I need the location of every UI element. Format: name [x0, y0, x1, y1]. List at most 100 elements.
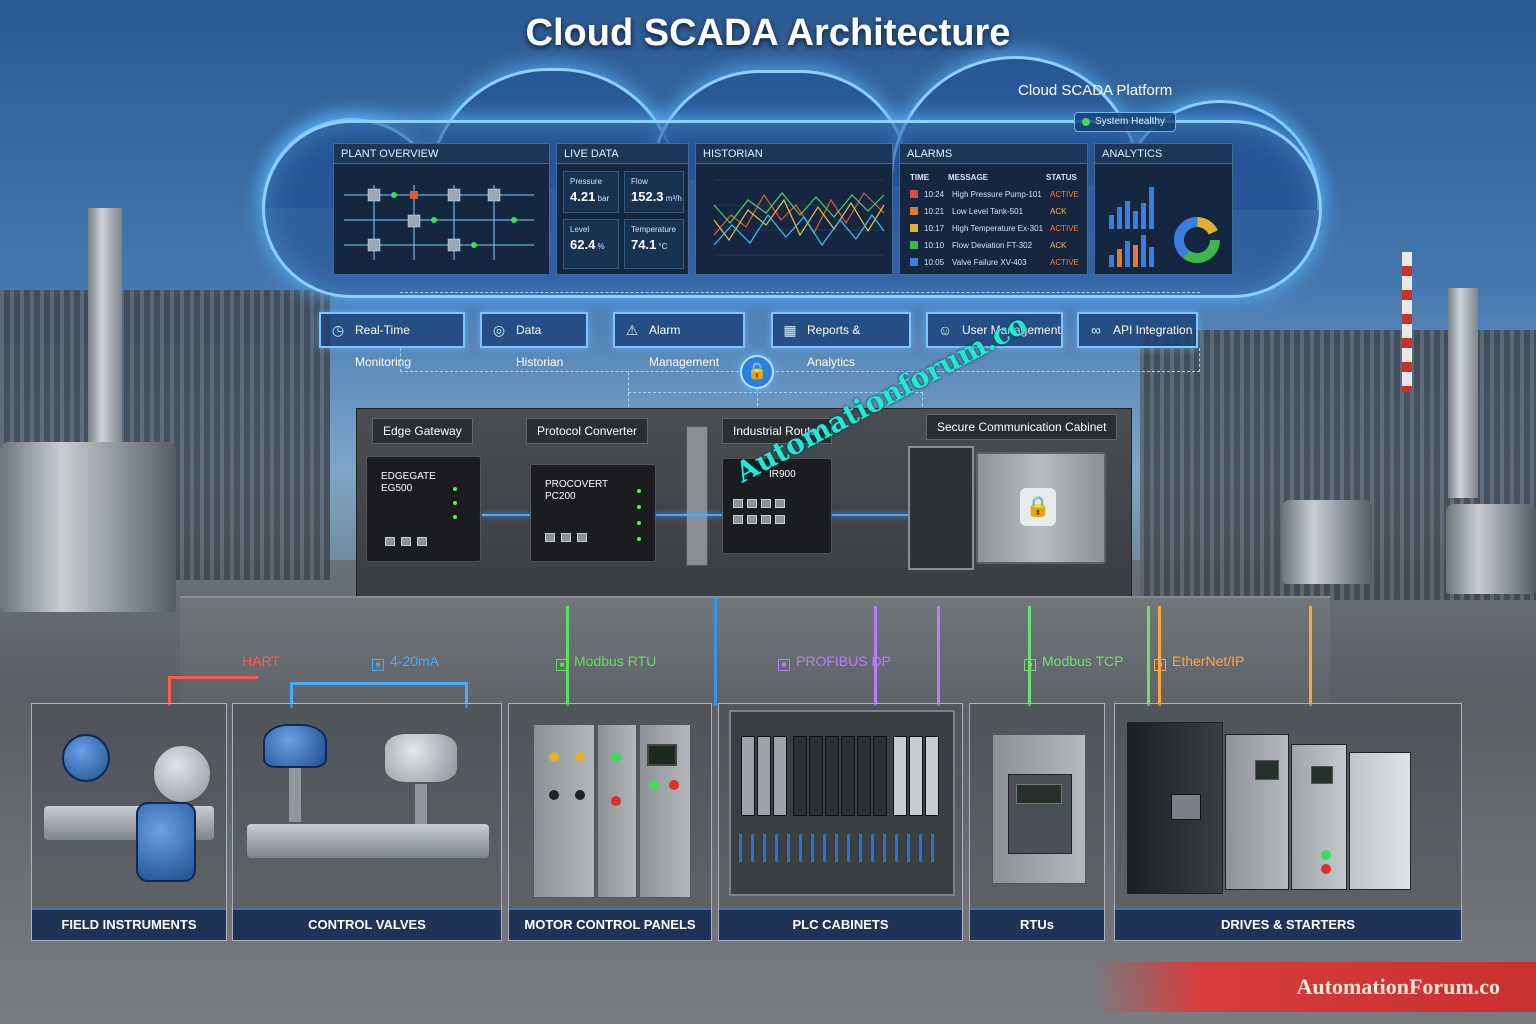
feature-user-management[interactable]: ☺User Management [926, 312, 1063, 348]
system-health-text: System Healthy [1095, 116, 1166, 127]
motor-control-panels-box[interactable]: MOTOR CONTROL PANELS [508, 703, 712, 941]
flow-meter [136, 802, 196, 882]
feature-label: User Management [962, 323, 1061, 337]
transmitter [152, 744, 212, 804]
footer-brand-text: AutomationForum.co [1296, 974, 1500, 999]
din-rail [686, 426, 708, 566]
protocol-modbus-rtu: ■Modbus RTU [556, 652, 656, 671]
panel-title: ANALYTICS [1095, 144, 1232, 164]
feature-data-historian[interactable]: ◎ Data Historian [480, 312, 588, 369]
alarm-status: ACK [1050, 207, 1067, 216]
alarm-severity-icon [910, 207, 918, 215]
alarm-time: 10:10 [924, 241, 945, 250]
protocol-label: EtherNet/IP [1172, 653, 1245, 669]
historian-trend-chart [713, 179, 885, 256]
live-data-panel[interactable]: LIVE DATA Pressure 4.21 bar Flow 152.3 m… [556, 143, 689, 275]
distillation-tower-left [88, 208, 122, 458]
feature-label: Real-Time Monitoring [355, 323, 412, 369]
drives-starters-caption: DRIVES & STARTERS [1115, 908, 1461, 940]
motor-control-panels-caption: MOTOR CONTROL PANELS [509, 908, 711, 940]
protocol-icon: ■ [1154, 659, 1166, 671]
pressure-label: Pressure [570, 177, 603, 186]
wire-ethernet-ip [1158, 606, 1312, 706]
feature-label: Data Historian [516, 323, 564, 369]
panel-title: PLANT OVERVIEW [334, 144, 549, 164]
alarm-severity-icon [910, 224, 918, 232]
cloud-platform-label: Cloud SCADA Platform [1018, 82, 1173, 99]
protocol-hart: HART [242, 652, 280, 670]
connector-line [400, 348, 1200, 372]
page-title: Cloud SCADA Architecture [525, 12, 1011, 54]
industrial-router-device[interactable]: IR900 [722, 458, 832, 554]
flow-tile: Flow 152.3 m³/h [624, 171, 684, 213]
plc-cabinets-box[interactable]: PLC CABINETS [718, 703, 963, 941]
chimney [1402, 252, 1412, 392]
panel-title: LIVE DATA [557, 144, 688, 164]
flow-value: 152.3 [631, 189, 664, 204]
level-unit: % [597, 242, 605, 251]
flow-label: Flow [631, 177, 648, 186]
feature-alarm-management[interactable]: ⚠ Alarm Management [613, 312, 745, 369]
panel-title: ALARMS [900, 144, 1087, 164]
level-value: 62.4 [570, 237, 596, 252]
feature-api-integration[interactable]: ∞ API Integration [1077, 312, 1198, 348]
alarms-header-message: MESSAGE [948, 173, 989, 182]
pressure-tile: Pressure 4.21 bar [563, 171, 619, 213]
field-instruments-caption: FIELD INSTRUMENTS [32, 908, 226, 940]
alarm-time: 10:24 [924, 190, 945, 199]
valve-actuator [263, 724, 327, 768]
rtus-box[interactable]: RTUs [969, 703, 1105, 941]
link-icon: ∞ [1091, 322, 1101, 338]
alarm-severity-icon [910, 190, 918, 198]
protocol-label: Modbus RTU [574, 653, 657, 669]
connector-line [757, 388, 758, 416]
drives-starters-box[interactable]: DRIVES & STARTERS [1114, 703, 1462, 941]
feature-reports-analytics[interactable]: ▦Reports & Analytics [771, 312, 911, 369]
industrial-router-model: IR900 [769, 469, 796, 480]
status-dot-icon [1082, 118, 1090, 126]
alarm-status: ACTIVE [1050, 224, 1079, 233]
field-instruments-box[interactable]: FIELD INSTRUMENTS [31, 703, 227, 941]
protocol-4-20ma: ■ 4-20mA [372, 652, 439, 671]
storage-tank-right-1 [1282, 500, 1372, 584]
feature-real-time-monitoring[interactable]: ◷Real-Time Monitoring [319, 312, 465, 369]
warning-icon: ⚠ [625, 322, 639, 338]
temperature-unit: °C [658, 242, 668, 251]
alarm-time: 10:21 [924, 207, 945, 216]
flow-unit: m³/h [665, 194, 682, 203]
analytics-panel[interactable]: ANALYTICS [1094, 143, 1233, 275]
protocol-icon: ■ [372, 659, 384, 671]
valve-actuator [383, 732, 459, 784]
pressure-unit: bar [597, 194, 610, 203]
plant-overview-panel[interactable]: PLANT OVERVIEW [333, 143, 550, 275]
connector-line [922, 392, 923, 412]
alarm-status: ACTIVE [1050, 258, 1079, 267]
data-flow-line [832, 514, 908, 516]
protocol-label: PROFIBUS DP [796, 653, 891, 669]
pressure-value: 4.21 [570, 189, 596, 204]
protocol-label: 4-20mA [390, 653, 440, 669]
storage-tank-left [0, 442, 176, 612]
wire-profibus [874, 606, 940, 706]
protocol-ethernet-ip: ■ EtherNet/IP [1154, 652, 1244, 671]
feature-label: Alarm Management [649, 323, 720, 369]
panel-title: HISTORIAN [696, 144, 892, 164]
terminal-rack [908, 446, 974, 570]
level-label: Level [570, 225, 590, 234]
wire-trunk [714, 598, 754, 706]
alarm-status: ACTIVE [1050, 190, 1079, 199]
alarm-message: Low Level Tank-501 [952, 207, 1024, 216]
transmitter [62, 734, 110, 782]
storage-tank-right-2 [1446, 504, 1536, 594]
secure-enclosure: 🔒 [976, 452, 1106, 564]
control-valves-box[interactable]: CONTROL VALVES [232, 703, 502, 941]
historian-panel[interactable]: HISTORIAN [695, 143, 893, 275]
feature-label: API Integration [1113, 323, 1193, 337]
level-tile: Level 62.4 % [563, 219, 619, 269]
database-icon: ◎ [492, 322, 506, 338]
alarm-message: High Pressure Pump-101 [952, 190, 1042, 199]
protocol-converter-model-line1: PROCOVERT [545, 479, 609, 490]
